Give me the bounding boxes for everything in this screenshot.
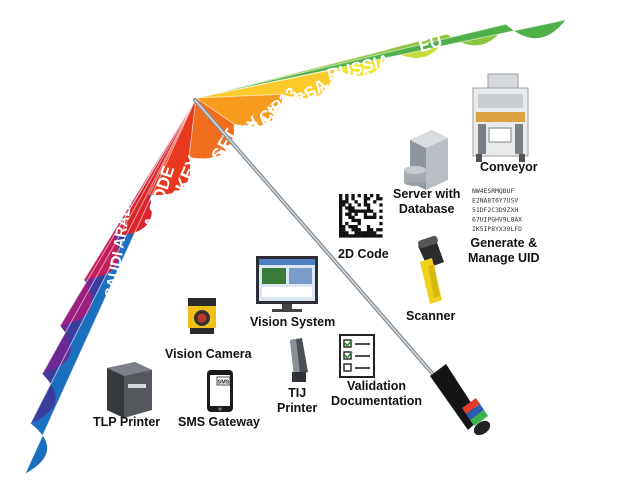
canopy-rib bbox=[195, 97, 234, 125]
label-validation-documentation: Validation Documentation bbox=[331, 379, 422, 408]
canopy-rib bbox=[83, 97, 197, 280]
inkjet-printer-icon bbox=[290, 338, 308, 382]
barcode-scanner-icon bbox=[418, 235, 444, 304]
canopy-rib bbox=[113, 97, 197, 237]
label-sms-gateway: SMS Gateway bbox=[178, 415, 260, 429]
phone-sms-icon: SMS bbox=[207, 370, 233, 412]
canopy-rib bbox=[195, 33, 447, 99]
label-tij-printer: TIJ Printer bbox=[277, 386, 318, 415]
umbrella-shaft bbox=[193, 98, 491, 436]
label-generate-manage-uid: Generate & Manage UID bbox=[468, 236, 540, 265]
label-vision-camera: Vision Camera bbox=[165, 347, 252, 361]
uid-line: 67UIPGHV9L8AX bbox=[472, 216, 522, 224]
canopy-rib bbox=[148, 97, 197, 196]
monitor-icon bbox=[256, 256, 318, 312]
umbrella-ribs bbox=[24, 19, 566, 474]
checklist-icon bbox=[339, 334, 375, 378]
uid-line: 51DF2C3D9ZXH bbox=[472, 206, 518, 214]
canopy-rib bbox=[24, 97, 197, 474]
umbrella-handle bbox=[430, 364, 491, 436]
canopy-panel bbox=[196, 94, 283, 127]
canopy-rib bbox=[195, 19, 566, 99]
canopy-rib bbox=[30, 97, 197, 424]
canopy-rib bbox=[195, 93, 283, 99]
canopy-rib bbox=[188, 97, 197, 158]
sms-icon-text: SMS bbox=[218, 380, 230, 386]
label-tlp-printer: TLP Printer bbox=[93, 415, 161, 429]
label-scanner: Scanner bbox=[406, 309, 456, 323]
region-label: EU bbox=[417, 31, 445, 56]
label-conveyor: Conveyor bbox=[480, 160, 538, 174]
canopy-rib bbox=[195, 23, 506, 99]
camera-icon bbox=[188, 298, 216, 334]
uid-line: IK5IP8YX39LFD bbox=[472, 225, 522, 233]
label-printer-icon bbox=[107, 362, 152, 418]
canopy-rib bbox=[41, 97, 197, 375]
server-database-icon bbox=[404, 130, 448, 190]
datamatrix-code-icon bbox=[337, 192, 385, 240]
label-server-with-database: Server with Database bbox=[393, 187, 461, 216]
label-vision-system: Vision System bbox=[250, 315, 336, 329]
uid-line: NW4ESRMQBUF bbox=[472, 187, 514, 195]
label-2d-code: 2D Code bbox=[338, 247, 389, 261]
conveyor-machine-icon bbox=[472, 73, 529, 162]
uid-line: E2NA8T6Y7USV bbox=[472, 197, 518, 205]
canopy-panel bbox=[189, 98, 234, 159]
